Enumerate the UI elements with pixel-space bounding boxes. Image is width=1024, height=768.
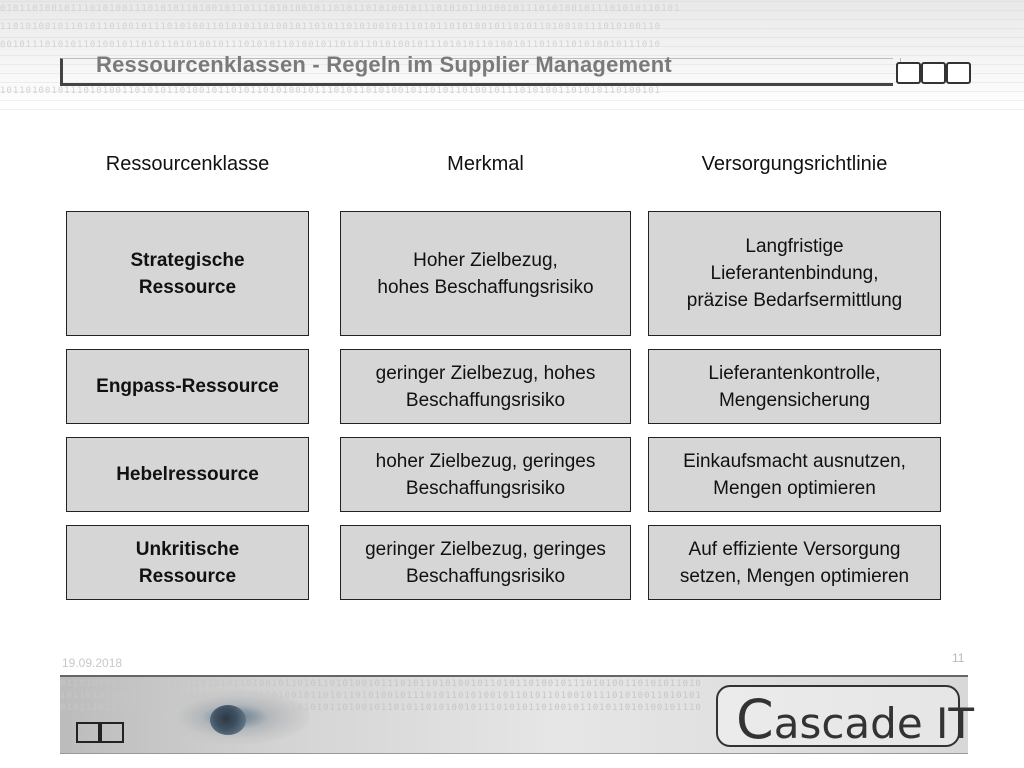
cell-versorgungsrichtlinie: Lieferantenkontrolle, Mengensicherung — [648, 349, 941, 424]
cell-text: Unkritische Ressource — [135, 538, 240, 587]
binary-texture: 1011010110100101110101001101010110100101… — [60, 691, 702, 701]
cell-ressourcenklasse: Engpass-Ressource — [66, 349, 309, 424]
cell-text: Hoher Zielbezug, hohes Beschaffungsrisik… — [377, 249, 594, 298]
cell-ressourcenklasse: Strategische Ressource — [66, 211, 309, 336]
cell-ressourcenklasse: Hebelressource — [66, 437, 309, 512]
column-header-versorgungsrichtlinie: Versorgungsrichtlinie — [701, 153, 888, 175]
binary-texture: 0101101001011101010011101010110100101101… — [0, 4, 681, 14]
cell-merkmal: geringer Zielbezug, geringes Beschaffung… — [340, 525, 631, 600]
binary-texture: 0110101001011101010011010101101001011010… — [60, 679, 702, 689]
header-background: 0101101001011101010011101010110100101101… — [0, 0, 1024, 110]
cell-text: Strategische Ressource — [130, 249, 245, 298]
binary-texture: 1011010010111010100110101011010010110101… — [0, 86, 662, 96]
cell-text: geringer Zielbezug, hohes Beschaffungsri… — [375, 362, 596, 411]
cell-versorgungsrichtlinie: Einkaufsmacht ausnutzen, Mengen optimier… — [648, 437, 941, 512]
binary-texture: 0101110101011010010110101101010010111010… — [60, 703, 702, 713]
eye-pupil — [210, 705, 246, 735]
company-logo: Cascade IT — [736, 688, 974, 751]
logo-text: ascade IT — [773, 699, 975, 748]
decorative-box — [76, 722, 100, 743]
decorative-box — [946, 62, 971, 84]
cell-versorgungsrichtlinie: Auf effiziente Versorgung setzen, Mengen… — [648, 525, 941, 600]
decorative-box — [100, 722, 124, 743]
decorative-box — [921, 62, 946, 84]
binary-texture: 0010111010101101001011010110101001011101… — [0, 40, 662, 50]
cell-text: Lieferantenkontrolle, Mengensicherung — [708, 362, 881, 411]
footer-band: 0110101001011101010011010101101001011010… — [60, 675, 968, 754]
cell-text: Einkaufsmacht ausnutzen, Mengen optimier… — [683, 450, 906, 499]
cell-merkmal: Hoher Zielbezug, hohes Beschaffungsrisik… — [340, 211, 631, 336]
cell-text: Auf effiziente Versorgung setzen, Mengen… — [679, 538, 910, 587]
cell-ressourcenklasse: Unkritische Ressource — [66, 525, 309, 600]
logo-first-letter: C — [736, 688, 774, 751]
binary-texture: 1101010010110101101001011101010011010101… — [0, 22, 662, 32]
column-header-merkmal: Merkmal — [447, 153, 524, 175]
cell-merkmal: hoher Zielbezug, geringes Beschaffungsri… — [340, 437, 631, 512]
slide-date: 19.09.2018 — [62, 656, 123, 670]
cell-text: Engpass-Ressource — [96, 376, 279, 397]
decorative-box — [896, 62, 921, 84]
cell-text: Langfristige Lieferantenbindung, präzise… — [686, 236, 903, 311]
company-logo-frame — [716, 685, 960, 747]
page-number: 11 — [952, 651, 965, 665]
cell-merkmal: geringer Zielbezug, hohes Beschaffungsri… — [340, 349, 631, 424]
cell-text: hoher Zielbezug, geringes Beschaffungsri… — [375, 450, 596, 499]
title-frame — [60, 58, 893, 86]
cell-text: geringer Zielbezug, geringes Beschaffung… — [365, 538, 606, 587]
column-header-ressourcenklasse: Ressourcenklasse — [105, 153, 270, 175]
slide-title: Ressourcenklassen - Regeln im Supplier M… — [96, 52, 672, 77]
cell-versorgungsrichtlinie: Langfristige Lieferantenbindung, präzise… — [648, 211, 941, 336]
cell-text: Hebelressource — [116, 464, 259, 485]
